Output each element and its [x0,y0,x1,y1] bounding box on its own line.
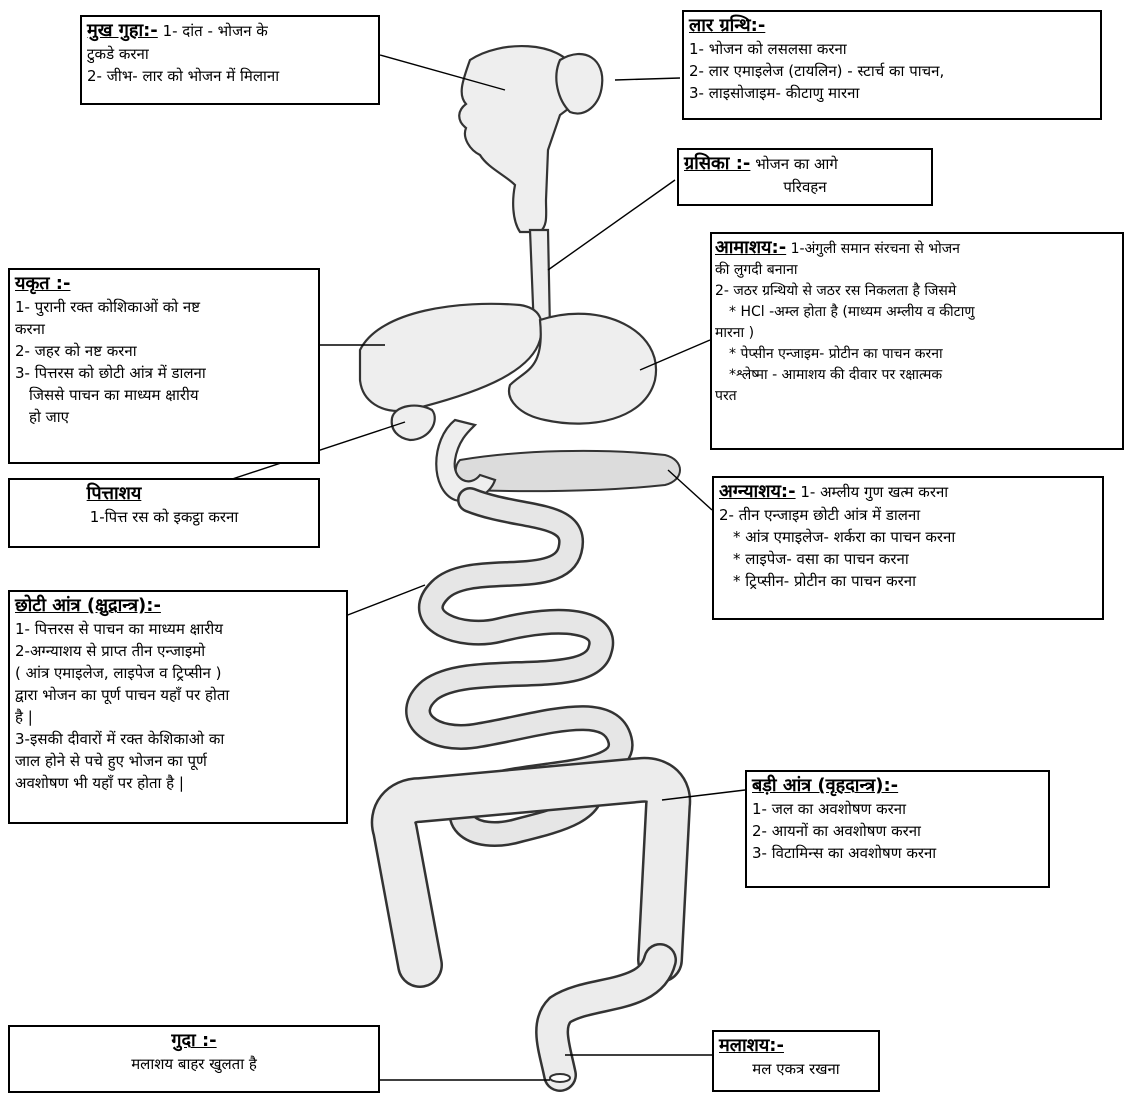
small-intestine-title: छोटी आंत्र (क्षुद्रान्त्र):- [15,594,341,618]
pancreas-box: अग्न्याशय:- 1- अम्लीय गुण खत्म करना 2- त… [712,476,1104,620]
salivary-line-1: 1- भोजन को लसलसा करना [689,38,1095,60]
stomach-line-2: की लुगदी बनाना [715,260,1119,281]
small-intestine-line-1: 1- पित्तरस से पाचन का माध्यम क्षारीय [15,618,341,640]
salivary-title: लार ग्रन्थि:- [689,14,1095,38]
large-intestine-line-1: 1- जल का अवशोषण करना [752,798,1043,820]
stomach-title: आमाशय:- [715,237,786,258]
esophagus-title: ग्रसिका :- [684,153,750,174]
large-intestine-line-3: 3- विटामिन्स का अवशोषण करना [752,842,1043,864]
small-intestine-line-7: जाल होने से पचे हुए भोजन का पूर्ण [15,750,341,772]
pancreas-title: अग्न्याशय:- [719,481,796,502]
liver-box: यकृत :- 1- पुरानी रक्त कोशिकाओं को नष्ट … [8,268,320,464]
mouth-box: मुख गुहा:- 1- दांत - भोजन के टुकडे करना … [80,15,380,105]
pancreas-line-3: * आंत्र एमाइलेज- शर्करा का पाचन करना [719,526,1097,548]
stomach-box: आमाशय:- 1-अंगुली समान संरचना से भोजन की … [710,232,1124,450]
leader-pancreas [668,470,712,510]
rectum-line-1: मल एकत्र रखना [719,1058,873,1080]
stomach-line-8: परत [715,386,1119,407]
small-intestine-box: छोटी आंत्र (क्षुद्रान्त्र):- 1- पित्तरस … [8,590,348,824]
salivary-line-3: 3- लाइसोजाइम- कीटाणु मारना [689,82,1095,104]
pancreas-line-5: * ट्रिप्सीन- प्रोटीन का पाचन करना [719,570,1097,592]
anus-box: गुदा :- मलाशय बाहर खुलता है [8,1025,380,1093]
esophagus-line-2: परिवहन [684,176,926,198]
mouth-title: मुख गुहा:- [87,20,158,41]
large-intestine-title: बड़ी आंत्र (वृहदान्त्र):- [752,774,1043,798]
esophagus-box: ग्रसिका :- भोजन का आगे परिवहन [677,148,933,206]
large-intestine-line-2: 2- आयनों का अवशोषण करना [752,820,1043,842]
small-intestine-line-3: ( आंत्र एमाइलेज, लाइपेज व ट्रिप्सीन ) [15,662,341,684]
rectum-box: मलाशय:- मल एकत्र रखना [712,1030,880,1092]
liver-line-4: 3- पित्तरस को छोटी आंत्र में डालना [15,362,313,384]
liver-line-5: जिससे पाचन का माध्यम क्षारीय [15,384,313,406]
mouth-line-1: 1- दांत - भोजन के [163,22,268,40]
small-intestine-line-2: 2-अग्न्याशय से प्राप्त तीन एन्जाइमो [15,640,341,662]
salivary-gland-box: लार ग्रन्थि:- 1- भोजन को लसलसा करना 2- ल… [682,10,1102,120]
pancreas-line-1: 1- अम्लीय गुण खत्म करना [800,483,948,501]
anus-line-1: मलाशय बाहर खुलता है [15,1053,373,1075]
liver-line-3: 2- जहर को नष्ट करना [15,340,313,362]
pancreas-line-4: * लाइपेज- वसा का पाचन करना [719,548,1097,570]
liver-line-2: करना [15,318,313,340]
small-intestine-line-4: द्वारा भोजन का पूर्ण पाचन यहाँ पर होता [15,684,341,706]
mouth-line-2: टुकडे करना [87,43,373,65]
stomach-line-7: *श्लेष्मा - आमाशय की दीवार पर रक्षात्मक [715,365,1119,386]
rectum-title: मलाशय:- [719,1034,873,1058]
anus-opening [550,1074,570,1082]
large-intestine-inner [394,780,669,965]
gallbladder-shape [392,406,435,440]
small-intestine-line-8: अवशोषण भी यहाँ पर होता है | [15,772,341,794]
large-intestine-box: बड़ी आंत्र (वृहदान्त्र):- 1- जल का अवशोष… [745,770,1050,888]
stomach-line-3: 2- जठर ग्रन्थियो से जठर रस निकलता है जिस… [715,281,1119,302]
stomach-line-5: मारना ) [715,323,1119,344]
anus-title: गुदा :- [15,1029,373,1053]
salivary-gland-shape [556,54,602,113]
rectum-inner [552,960,660,1075]
mouth-line-3: 2- जीभ- लार को भोजन में मिलाना [87,65,373,87]
salivary-line-2: 2- लार एमाइलेज (टायलिन) - स्टार्च का पाच… [689,60,1095,82]
stomach-line-1: 1-अंगुली समान संरचना से भोजन [791,241,960,257]
small-intestine-line-5: है | [15,706,341,728]
stomach-line-6: * पेप्सीन एन्जाइम- प्रोटीन का पाचन करना [715,344,1119,365]
gallbladder-box: पित्ताशय 1-पित्त रस को इकट्ठा करना [8,478,320,548]
stomach-line-4: * HCl -अम्ल होता है (माध्यम अम्लीय व कीट… [715,302,1119,323]
leader-salivary [615,78,680,80]
pancreas-line-2: 2- तीन एन्जाइम छोटी आंत्र में डालना [719,504,1097,526]
small-intestine-line-6: 3-इसकी दीवारों में रक्त केशिकाओ का [15,728,341,750]
liver-title: यकृत :- [15,272,313,296]
leader-esophagus [548,180,675,270]
gallbladder-title: पित्ताशय [15,482,213,506]
gallbladder-line-1: 1-पित्त रस को इकट्ठा करना [15,506,313,528]
leader-small-intestine [340,585,425,618]
liver-line-1: 1- पुरानी रक्त कोशिकाओं को नष्ट [15,296,313,318]
liver-line-6: हो जाए [15,406,313,428]
esophagus-line-1: भोजन का आगे [755,155,838,173]
